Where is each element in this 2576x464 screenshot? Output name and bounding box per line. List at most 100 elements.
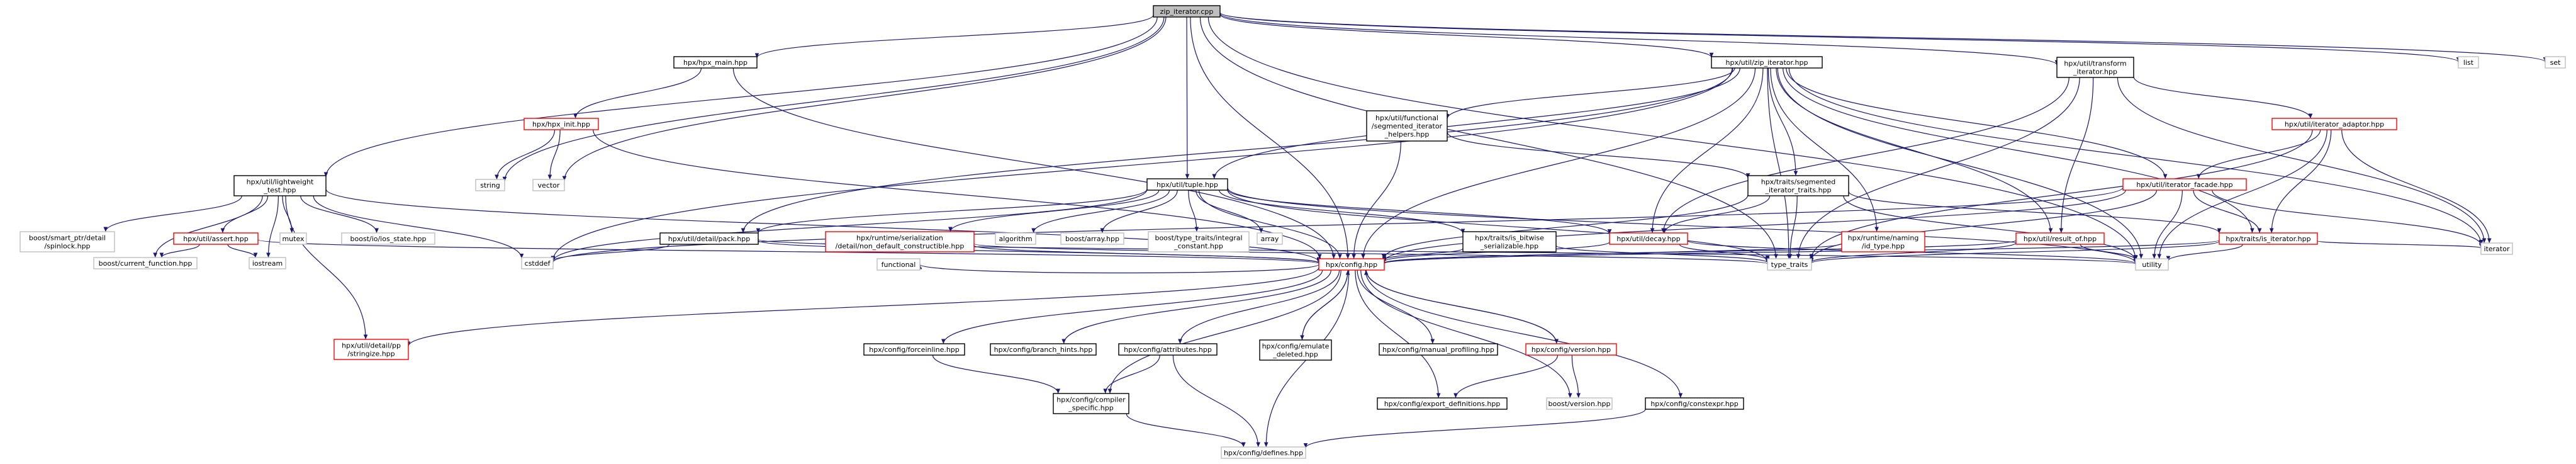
edge-config-to-functional <box>917 264 1319 274</box>
edge-config-to-compiler_specific <box>1107 269 1341 394</box>
edge-root-to-transform <box>1219 13 2059 65</box>
node-hpx-util-iterator-adaptor-hpp[interactable]: hpx/util/iterator_adaptor.hpp <box>2271 118 2397 130</box>
node-list: list <box>2458 56 2479 69</box>
node-box <box>1221 446 1306 459</box>
node-box <box>2135 258 2169 271</box>
node-label: hpx/traits/segmented <box>1761 178 1836 186</box>
node-hpx-util-detail-pack-hpp[interactable]: hpx/util/detail/pack.hpp <box>659 232 759 245</box>
node-hpx-config-version-hpp[interactable]: hpx/config/version.hpp <box>1525 343 1617 356</box>
node-box <box>1153 5 1221 18</box>
edge-iter_facade-to-config <box>1382 190 2126 262</box>
node-hpx-hpx-init-hpp[interactable]: hpx/hpx_init.hpp <box>524 118 599 130</box>
node-hpx-config-export-definitions-hpp[interactable]: hpx/config/export_definitions.hpp <box>1377 397 1508 410</box>
node-hpx-config-defines-hpp: hpx/config/defines.hpp <box>1221 446 1306 459</box>
node-hpx-runtime-naming-id-type-hpp[interactable]: hpx/runtime/naming/id_type.hpp <box>1841 231 1925 252</box>
edge-root-to-config <box>1190 16 1350 259</box>
node-label: type_traits <box>1771 261 1808 269</box>
node-label: hpx/config/constexpr.hpp <box>1650 400 1738 408</box>
edge-tuple-to-config <box>1198 190 1342 259</box>
node-hpx-config-attributes-hpp[interactable]: hpx/config/attributes.hpp <box>1118 343 1218 356</box>
node-hpx-util-tuple-hpp[interactable]: hpx/util/tuple.hpp <box>1146 178 1228 191</box>
edge-root-to-vector <box>562 16 1167 181</box>
node-utility: utility <box>2135 258 2169 271</box>
edge-zip_iter-to-decay <box>1650 67 1764 234</box>
node-hpx-util-transform-iterator-hpp[interactable]: hpx/util/transform_iterator.hpp <box>2056 57 2134 78</box>
node-hpx-runtime-serialization-detail-non-default-constructible-hpp[interactable]: hpx/runtime/serialization/detail/non_def… <box>825 231 975 252</box>
node-hpx-config-manual-profiling-hpp[interactable]: hpx/config/manual_profiling.hpp <box>1379 343 1498 356</box>
node-hpx-util-assert-hpp[interactable]: hpx/util/assert.hpp <box>173 232 259 245</box>
edge-forceinline-to-compiler_specific <box>932 354 1061 394</box>
edge-zip_iter-to-seg_helpers <box>1445 67 1735 119</box>
node-label: array <box>1261 235 1279 243</box>
edge-zip_iter-to-utility <box>1777 67 2144 259</box>
edge-lightweight-to-config <box>325 189 1321 263</box>
node-hpx-config-forceinline-hpp[interactable]: hpx/config/forceinline.hpp <box>863 343 965 356</box>
node-label: hpx/config/defines.hpp <box>1224 449 1303 457</box>
node-label: hpx/util/result_of.hpp <box>2024 235 2097 243</box>
edge-non_default-to-type_traits <box>973 243 1769 264</box>
node-hpx-config-compiler-specific-hpp[interactable]: hpx/config/compiler_specific.hpp <box>1053 393 1129 414</box>
node-box <box>279 232 307 245</box>
node-hpx-hpx-main-hpp[interactable]: hpx/hpx_main.hpp <box>673 56 758 69</box>
edge-tuple-to-algorithm <box>1031 190 1170 234</box>
edge-transform-to-type_traits <box>1796 77 2080 259</box>
node-hpx-util-decay-hpp[interactable]: hpx/util/decay.hpp <box>1609 232 1688 245</box>
node-box <box>475 179 505 191</box>
node-box <box>863 343 965 356</box>
node-boost-version-hpp: boost/version.hpp <box>1546 397 1613 410</box>
node-label: _serializable.hpp <box>1480 242 1538 251</box>
node-box <box>521 257 554 269</box>
edge-iter_adaptor-to-iter_facade <box>2196 129 2321 179</box>
edge-hpx_init-to-vector <box>547 129 561 180</box>
node-hpx-traits-segmented-iterator-traits-hpp[interactable]: hpx/traits/segmented_iterator_traits.hpp <box>1747 175 1849 196</box>
edge-lightweight-to-iostream <box>266 195 279 258</box>
edge-lightweight-to-current_function <box>153 195 263 258</box>
node-hpx-traits-is-iterator-hpp[interactable]: hpx/traits/is_iterator.hpp <box>2219 232 2318 245</box>
edge-zip_iter-to-type_traits <box>1767 67 1791 259</box>
node-zip-iterator-cpp[interactable]: zip_iterator.cpp <box>1153 5 1221 18</box>
node-box <box>1711 56 1823 69</box>
node-hpx-util-lightweight-test-hpp[interactable]: hpx/util/lightweight_test.hpp <box>233 175 327 196</box>
edge-pack-to-cstddef <box>551 244 670 261</box>
node-label: hpx/util/lightweight <box>247 178 314 186</box>
edge-transform-to-decay <box>1661 77 2069 234</box>
node-box <box>1257 232 1283 245</box>
node-box <box>1053 393 1129 414</box>
edge-zip_iter-to-result_of <box>1776 67 2053 234</box>
edge-is_iterator-to-type_traits <box>1809 240 2220 264</box>
node-box <box>233 175 327 196</box>
edge-is_iterator-to-iterator <box>2317 240 2484 249</box>
edge-tuple-to-utility <box>1227 188 2138 263</box>
edge-version-to-boost_version <box>1571 354 1581 399</box>
edge-compiler_specific-to-defines <box>1126 413 1246 448</box>
edge-zip_iter-to-seg_traits <box>1767 67 1798 176</box>
node-box <box>1146 178 1228 191</box>
edge-is_iterator-to-config <box>1382 239 2220 264</box>
node-hpx-traits-is-bitwise-serializable-hpp[interactable]: hpx/traits/is_bitwise_serializable.hpp <box>1462 231 1557 252</box>
node-box <box>673 56 758 69</box>
node-hpx-config-constexpr-hpp[interactable]: hpx/config/constexpr.hpp <box>1645 397 1744 410</box>
node-label: hpx/util/tuple.hpp <box>1156 181 1218 189</box>
edge-hpx_main-to-hpx_init <box>573 67 702 119</box>
node-hpx-util-detail-pp-stringize-hpp[interactable]: hpx/util/detail/pp/stringize.hpp <box>333 339 409 360</box>
node-hpx-config-branch-hints-hpp[interactable]: hpx/config/branch_hints.hpp <box>990 343 1097 356</box>
node-hpx-util-iterator-facade-hpp[interactable]: hpx/util/iterator_facade.hpp <box>2122 178 2247 191</box>
edge-tuple-to-pack <box>756 189 1148 234</box>
edge-iter_facade-to-type_traits <box>1809 190 2158 260</box>
node-label: /spinlock.hpp <box>44 242 90 251</box>
node-label: boost/version.hpp <box>1548 400 1611 408</box>
node-box <box>532 179 565 191</box>
node-label: iostream <box>252 259 283 268</box>
node-hpx-util-result-of-hpp[interactable]: hpx/util/result_of.hpp <box>2015 232 2105 245</box>
node-hpx-util-zip-iterator-hpp[interactable]: hpx/util/zip_iterator.hpp <box>1711 56 1823 69</box>
node-box <box>2271 118 2397 130</box>
node-label: hpx/util/iterator_adaptor.hpp <box>2285 120 2384 128</box>
edge-root-to-string <box>502 16 1165 182</box>
node-hpx-config-emulate-deleted-hpp[interactable]: hpx/config/emulate_deleted.hpp <box>1259 339 1332 361</box>
node-label: hpx/config/forceinline.hpp <box>869 346 960 354</box>
edge-config-to-export_defs <box>1355 269 1441 399</box>
node-hpx-config-hpp[interactable]: hpx/config.hpp <box>1318 258 1385 271</box>
node-hpx-util-functional-segmented-iterator-helpers-hpp[interactable]: hpx/util/functional/segmented_iterator_h… <box>1366 110 1448 142</box>
node-label: /id_type.hpp <box>1862 242 1905 251</box>
